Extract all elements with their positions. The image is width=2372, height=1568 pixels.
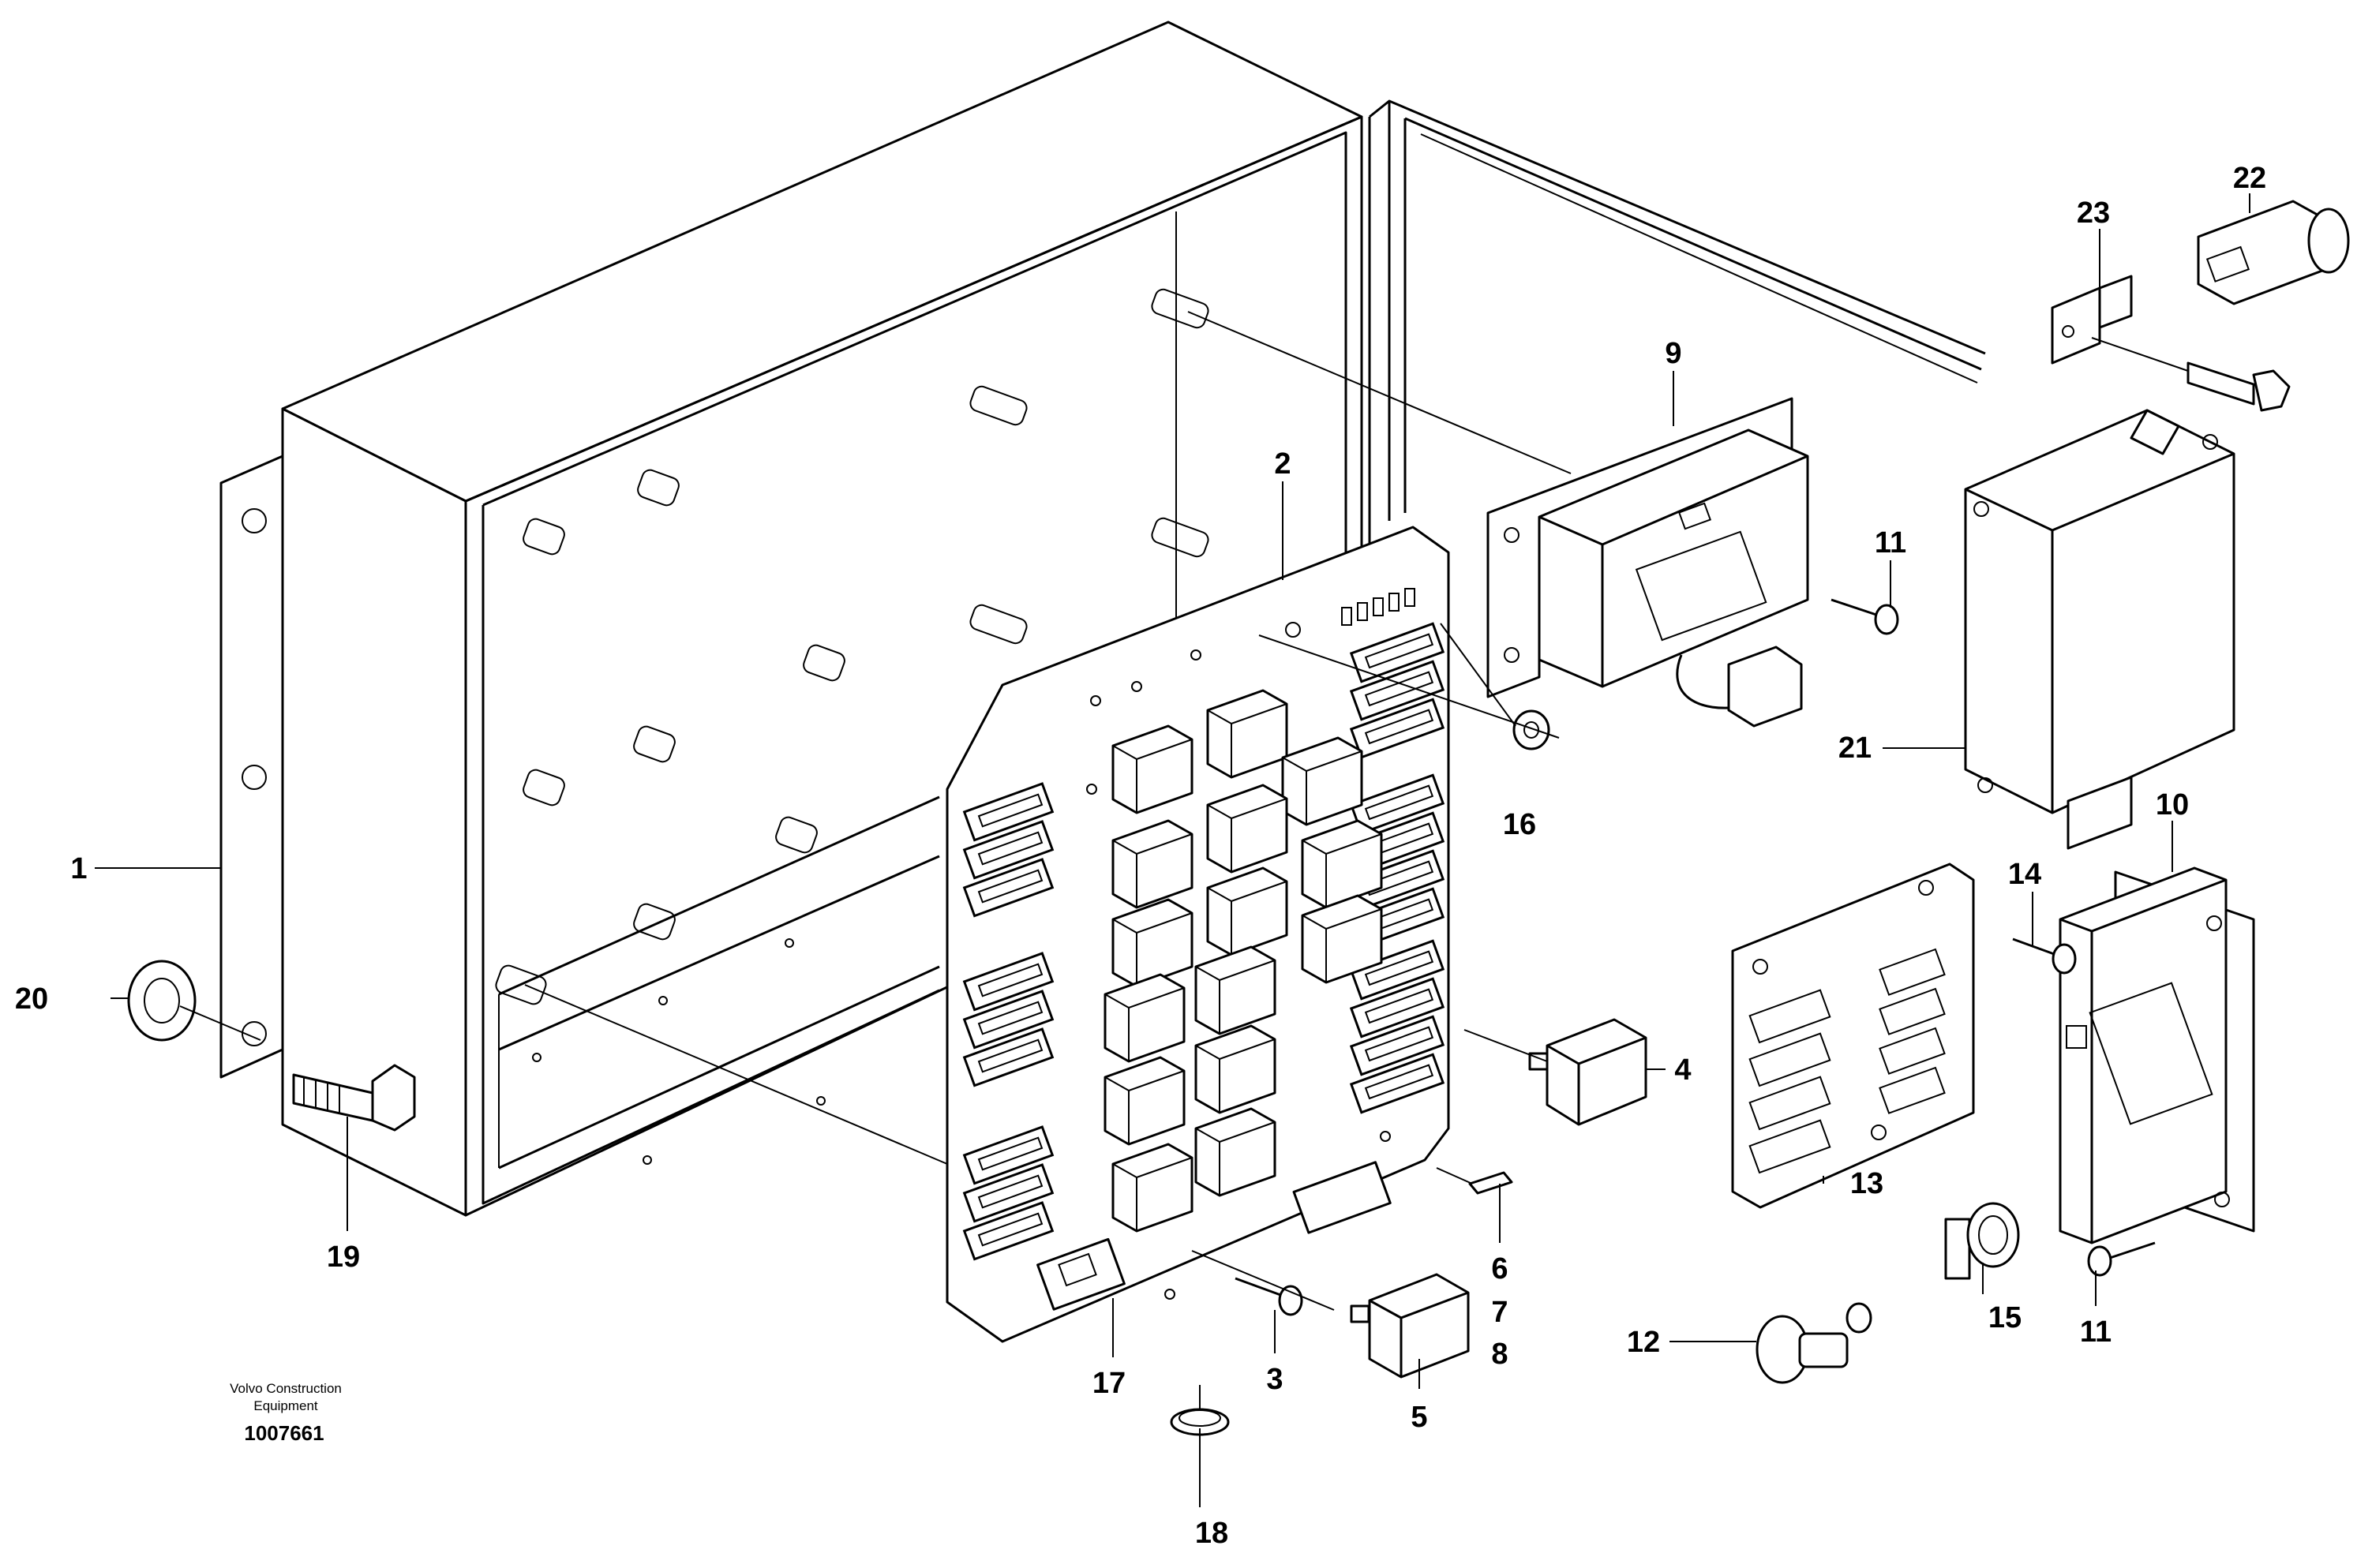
cover-plate-13 (1731, 863, 1975, 1209)
callout-12: 12 (1627, 1326, 1660, 1359)
board-connector-right (1349, 1015, 1445, 1076)
callout-8: 8 (1491, 1338, 1508, 1371)
callout-16: 16 (1503, 808, 1536, 841)
callout-9: 9 (1665, 337, 1681, 370)
callout-5: 5 (1411, 1401, 1427, 1434)
board-connector-right (1349, 1053, 1445, 1114)
board-connector-left (962, 1125, 1055, 1185)
board-relay (1194, 1024, 1276, 1114)
leader-lines (95, 193, 2250, 1507)
board-relay (1104, 973, 1186, 1063)
board-connector-left (962, 1201, 1055, 1261)
callout-18: 18 (1195, 1517, 1228, 1550)
board-connector-right (1349, 698, 1445, 759)
screw-11-upper (1831, 598, 1899, 635)
callout-21: 21 (1838, 732, 1872, 765)
callout-19: 19 (327, 1241, 360, 1274)
screw-11-lower (2087, 1241, 2156, 1277)
board-connector-left (962, 782, 1055, 842)
callout-4: 4 (1674, 1053, 1691, 1087)
board-relay (1111, 898, 1193, 988)
board-connector-right (1349, 939, 1445, 1001)
switch-12 (1756, 1302, 1872, 1384)
bushing-20 (127, 960, 197, 1042)
connector-22 (2197, 200, 2350, 305)
board-connector-right (1349, 773, 1445, 835)
callout-17: 17 (1092, 1367, 1126, 1400)
board-relay (1301, 819, 1383, 909)
board-relay (1206, 866, 1288, 956)
switch-15 (1944, 1202, 2020, 1280)
board-connector-left (962, 1027, 1055, 1087)
callout-6: 6 (1491, 1252, 1508, 1285)
board-relay (1194, 945, 1276, 1035)
board-relay (1104, 1056, 1186, 1146)
module-box-10 (2059, 866, 2255, 1244)
board-connector-right (1349, 660, 1445, 721)
fuse-6 (1468, 1171, 1513, 1195)
callout-15: 15 (1988, 1301, 2022, 1334)
board-connector-right (1349, 977, 1445, 1038)
callout-3: 3 (1266, 1363, 1283, 1396)
callout-10: 10 (2156, 788, 2189, 821)
bolt-19 (292, 1064, 416, 1132)
callout-20: 20 (15, 982, 48, 1016)
board-relay (1206, 784, 1288, 874)
board-connector-left (962, 820, 1055, 880)
board-relay (1111, 724, 1193, 814)
callout-2: 2 (1274, 447, 1291, 481)
control-unit-9 (1486, 397, 1809, 728)
board-connector-left (962, 952, 1055, 1012)
screw-23 (2187, 361, 2291, 412)
relay-5 (1350, 1273, 1470, 1379)
screw-14 (2012, 937, 2077, 975)
board-connector-left (962, 990, 1055, 1050)
bracket-23 (2051, 275, 2133, 365)
document-number: 1007661 (244, 1421, 324, 1445)
callout-11-upper: 11 (1875, 526, 1906, 559)
board-connector-left (962, 1163, 1055, 1223)
callout-22: 22 (2233, 162, 2266, 195)
board-connector-left (962, 858, 1055, 918)
cabinet-box (219, 21, 1363, 1217)
board-relay (1301, 894, 1383, 984)
callout-14: 14 (2008, 858, 2041, 891)
callout-23: 23 (2077, 196, 2110, 230)
board-relay (1111, 1143, 1193, 1233)
publisher-credit: Volvo Construction Equipment 1007661 (230, 1381, 342, 1445)
callout-labels: 1 2 3 4 5 6 7 8 9 10 11 11 12 13 14 15 1… (15, 162, 2266, 1550)
board-relay (1111, 819, 1193, 909)
nut-16 (1512, 709, 1550, 750)
board-relay (1206, 689, 1288, 779)
screw-3 (1235, 1277, 1303, 1316)
board-relay (1194, 1107, 1276, 1197)
credit-line-2: Equipment (253, 1398, 318, 1413)
circuit-board (946, 526, 1450, 1343)
callout-13: 13 (1850, 1167, 1883, 1200)
credit-line-1: Volvo Construction (230, 1381, 342, 1396)
callout-1: 1 (70, 852, 87, 885)
callout-11-lower: 11 (2080, 1315, 2112, 1349)
control-unit-21 (1964, 409, 2235, 850)
board-connector-right (1349, 622, 1445, 683)
relay-4 (1528, 1018, 1647, 1126)
callout-7: 7 (1491, 1296, 1508, 1329)
